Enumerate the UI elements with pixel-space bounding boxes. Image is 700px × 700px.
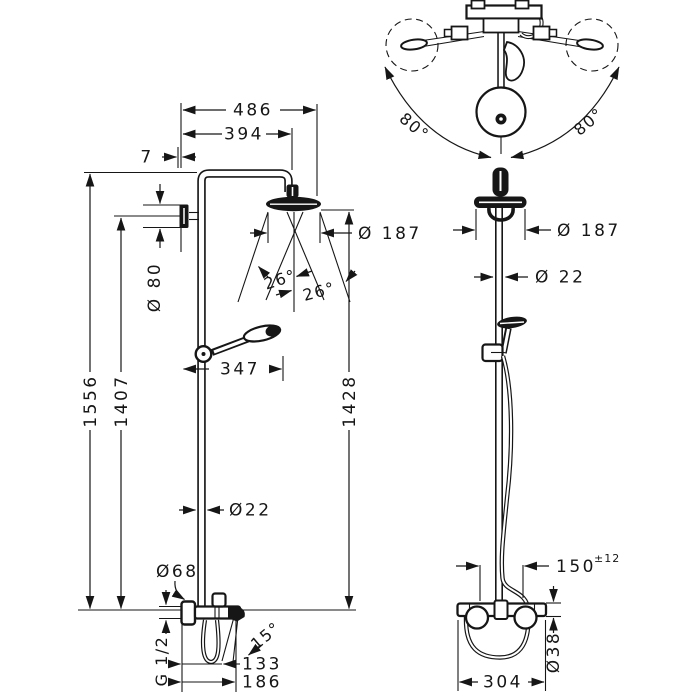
swivel-arc-left bbox=[384, 66, 492, 160]
dim-347: 347 bbox=[182, 360, 283, 380]
mixer-lever bbox=[211, 592, 227, 608]
dim-dia187-right-label: Ø 187 bbox=[557, 221, 621, 241]
left-figure-side-view: 486 394 7 Ø 80 1556 1407 bbox=[78, 101, 422, 693]
dim-dia22-left: Ø22 bbox=[179, 501, 272, 521]
dim-394: 394 bbox=[182, 125, 292, 145]
bath-mixer bbox=[180, 592, 245, 665]
dim-dia80-label: Ø 80 bbox=[145, 262, 165, 312]
dim-26deg-b-label: 26° bbox=[301, 278, 338, 305]
dim-dia187-left: Ø 187 bbox=[250, 224, 422, 244]
dim-dia38-label: Ø38 bbox=[544, 631, 564, 674]
dim-1407: 1407 bbox=[112, 217, 132, 610]
dim-26deg: 26° 26° bbox=[258, 265, 358, 305]
spray-cone bbox=[237, 211, 351, 312]
dim-1428-label: 1428 bbox=[340, 374, 360, 427]
dim-dia22-right: Ø 22 bbox=[474, 268, 585, 288]
thermostat-knob-right bbox=[513, 605, 538, 630]
dim-394-label: 394 bbox=[224, 125, 264, 145]
dim-26deg-a-label: 26° bbox=[262, 265, 299, 293]
dim-133: 133 bbox=[168, 655, 282, 675]
dim-dia68-label: Ø68 bbox=[156, 562, 199, 582]
dim-304: 304 bbox=[457, 620, 547, 693]
dim-1428: 1428 bbox=[340, 211, 360, 610]
thermostat-center bbox=[493, 599, 509, 620]
dim-15deg: 15° bbox=[247, 618, 284, 656]
dim-186-label: 186 bbox=[242, 673, 282, 693]
right-figure-front-view: 80° 80° bbox=[384, 0, 621, 693]
overhead-shower-side bbox=[266, 184, 321, 212]
dim-7-label: 7 bbox=[140, 148, 153, 168]
front-column bbox=[456, 167, 548, 660]
dim-dia187-left-label: Ø 187 bbox=[358, 224, 422, 244]
top-swivel-view: 80° 80° bbox=[384, 0, 620, 160]
hand-shower-top-view bbox=[502, 40, 525, 82]
dim-7: 7 bbox=[140, 148, 196, 168]
dim-dia22-right-label: Ø 22 bbox=[535, 268, 585, 288]
dim-dia187-right: Ø 187 bbox=[453, 209, 621, 241]
escutcheon bbox=[180, 600, 197, 626]
dim-dia22-left-label: Ø22 bbox=[229, 501, 272, 521]
thermostat-knob-left bbox=[464, 605, 490, 630]
dim-150-tolerance: ±12 bbox=[594, 552, 620, 565]
shower-head-top-view bbox=[475, 86, 527, 138]
riser-pipe-left bbox=[197, 169, 293, 606]
dim-186: 186 bbox=[168, 673, 282, 693]
dim-1556: 1556 bbox=[81, 173, 101, 610]
dim-133-label: 133 bbox=[242, 655, 282, 675]
dim-304-label: 304 bbox=[483, 673, 523, 693]
dim-dia68: Ø68 bbox=[156, 562, 199, 601]
dim-dia38: Ø38 bbox=[544, 586, 564, 673]
dim-dia80: Ø 80 bbox=[145, 184, 165, 312]
dim-150: 150 ±12 bbox=[456, 552, 620, 601]
dim-1556-label: 1556 bbox=[81, 374, 101, 427]
ball-joint bbox=[487, 207, 515, 222]
dim-1407-label: 1407 bbox=[112, 374, 132, 427]
dim-486-label: 486 bbox=[233, 101, 273, 121]
swivel-arc-right bbox=[510, 66, 620, 160]
dim-486: 486 bbox=[182, 101, 317, 121]
dim-g12: G 1/2 bbox=[152, 590, 171, 686]
dim-80deg-right-label: 80° bbox=[570, 104, 607, 140]
tub-spout bbox=[228, 605, 245, 622]
hand-shower-left bbox=[194, 324, 282, 364]
dim-g12-label: G 1/2 bbox=[152, 636, 171, 687]
dim-80deg-left-label: 80° bbox=[396, 109, 433, 145]
dim-15deg-label: 15° bbox=[247, 618, 284, 654]
dim-150-label: 150 bbox=[556, 557, 596, 577]
dim-347-label: 347 bbox=[220, 360, 260, 380]
wall-bracket bbox=[179, 204, 199, 228]
